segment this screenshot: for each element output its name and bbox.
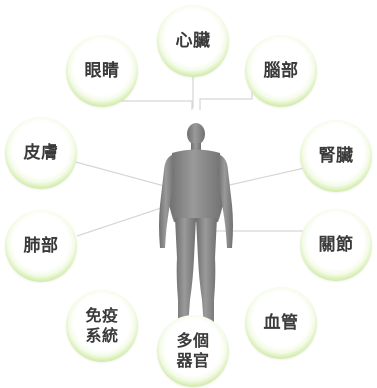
connector-skin bbox=[71, 160, 169, 188]
label-heart: 心臟 bbox=[175, 30, 211, 51]
node-joints: 關節 bbox=[300, 209, 372, 281]
node-eyes: 眼睛 bbox=[66, 35, 138, 107]
label-blood-vessels: 血管 bbox=[263, 312, 299, 333]
node-skin: 皮膚 bbox=[5, 117, 77, 189]
node-multiple-organs: 多個 器官 bbox=[157, 315, 229, 387]
label-immune-system: 免疫 系統 bbox=[85, 306, 119, 345]
node-kidney: 腎臟 bbox=[300, 120, 372, 192]
label-lungs: 肺部 bbox=[23, 235, 59, 256]
node-brain: 腦部 bbox=[245, 35, 317, 107]
label-brain: 腦部 bbox=[263, 60, 299, 81]
node-immune-system: 免疫 系統 bbox=[66, 290, 138, 362]
connector-kidney bbox=[224, 166, 310, 187]
node-lungs: 肺部 bbox=[5, 210, 77, 282]
label-multiple-organs: 多個 器官 bbox=[176, 331, 210, 370]
label-eyes: 眼睛 bbox=[84, 60, 120, 81]
node-blood-vessels: 血管 bbox=[245, 287, 317, 359]
label-kidney: 腎臟 bbox=[318, 145, 354, 166]
label-joints: 關節 bbox=[318, 234, 354, 255]
node-heart: 心臟 bbox=[157, 5, 229, 77]
connector-lungs bbox=[76, 204, 171, 237]
label-skin: 皮膚 bbox=[23, 142, 59, 163]
